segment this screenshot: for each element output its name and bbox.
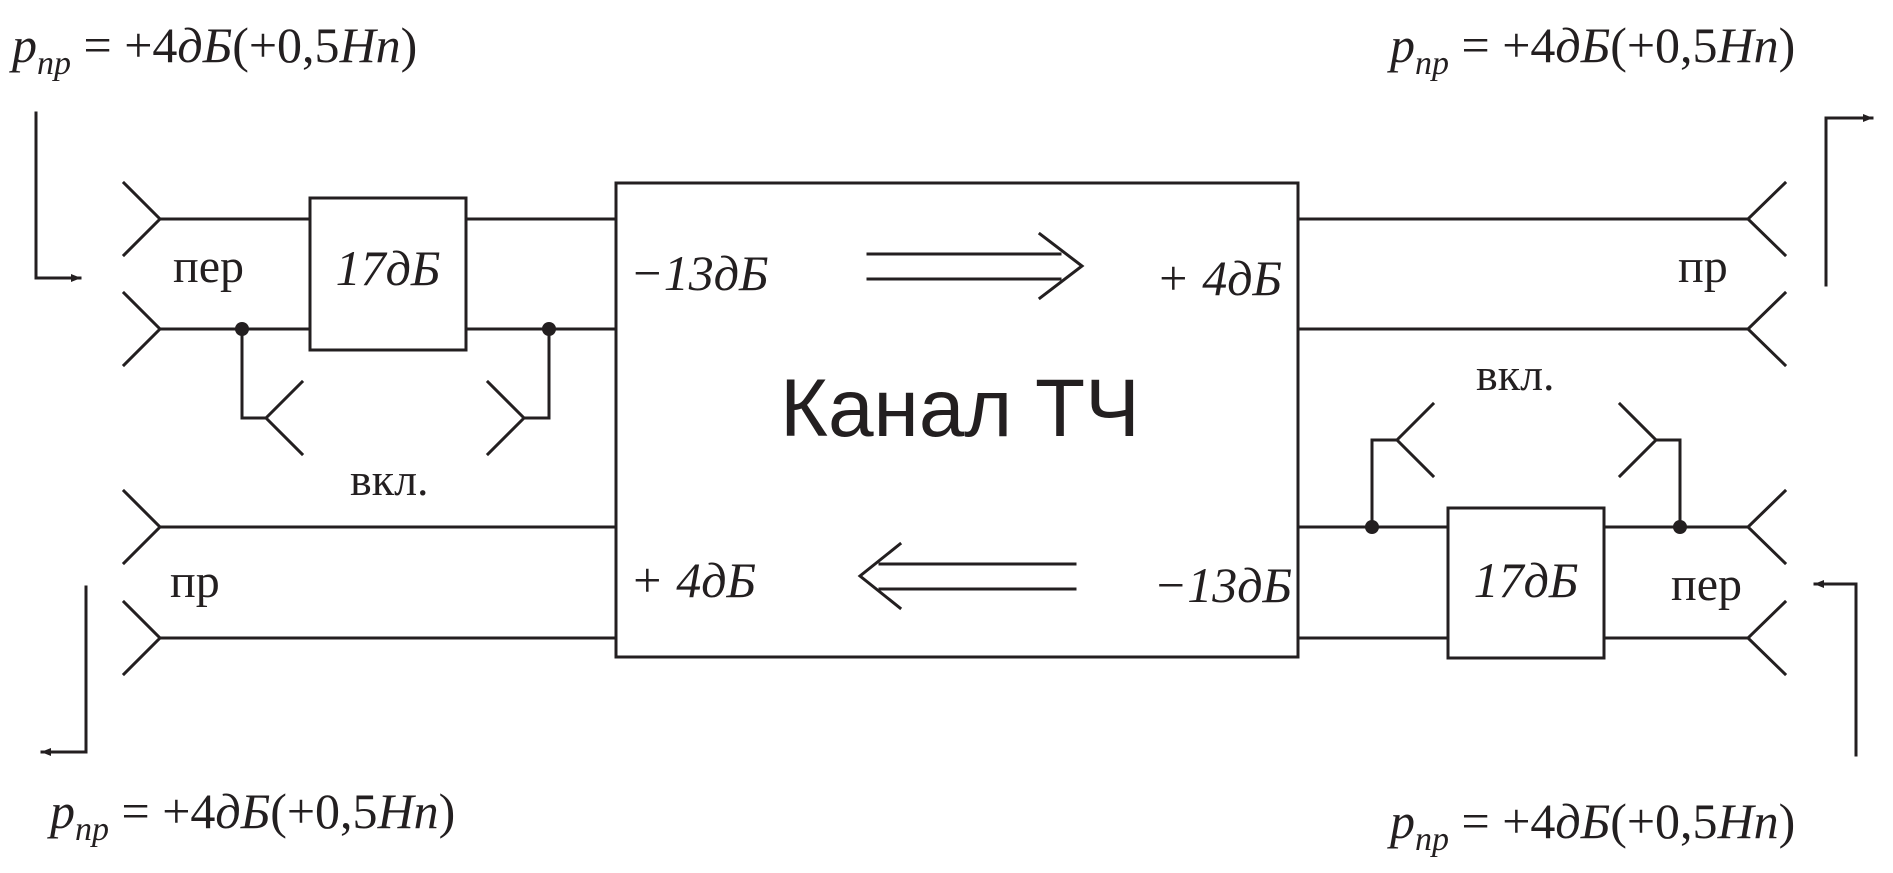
- channel-in-bottom-level: −13дБ: [1153, 557, 1292, 613]
- level-bottom-left: pпр = +4дБ(+0,5Нп): [47, 783, 455, 848]
- left-tx-label: пер: [173, 240, 244, 293]
- arrow-out-top-right: [1824, 114, 1874, 287]
- direction-arrow-right: [866, 231, 1085, 301]
- right-rx-label: пр: [1678, 240, 1728, 293]
- left-rx-label: пр: [170, 555, 220, 608]
- left-switch-label: вкл.: [350, 454, 429, 505]
- left-attenuator: 17дБ: [308, 196, 468, 352]
- right-attenuator-label: 17дБ: [1474, 552, 1579, 608]
- level-top-left: pпр = +4дБ(+0,5Нп): [9, 17, 417, 82]
- arrow-in-top-left: [34, 111, 82, 282]
- left-bypass-switch: [235, 322, 556, 457]
- channel-title: Канал ТЧ: [780, 363, 1140, 454]
- right-attenuator: 17дБ: [1446, 506, 1606, 660]
- channel-out-top-level: + 4дБ: [1156, 250, 1282, 306]
- left-bottom-port: [121, 488, 618, 677]
- arrow-in-bottom-right: [1813, 580, 1858, 757]
- direction-arrow-left: [857, 541, 1077, 611]
- channel-out-bottom-level: + 4дБ: [630, 552, 756, 608]
- arrow-out-bottom-left: [40, 585, 88, 756]
- left-attenuator-label: 17дБ: [336, 240, 441, 296]
- right-bypass-switch: [1365, 401, 1687, 534]
- level-top-right: pпр = +4дБ(+0,5Нп): [1387, 17, 1795, 82]
- right-top-port: [1296, 180, 1788, 368]
- channel-block: Канал ТЧ −13дБ + 4дБ + 4дБ −13дБ: [614, 181, 1300, 659]
- level-bottom-right: pпр = +4дБ(+0,5Нп): [1387, 793, 1795, 858]
- right-tx-label: пер: [1671, 558, 1742, 611]
- channel-in-top-level: −13дБ: [630, 245, 769, 301]
- right-switch-label: вкл.: [1476, 349, 1555, 400]
